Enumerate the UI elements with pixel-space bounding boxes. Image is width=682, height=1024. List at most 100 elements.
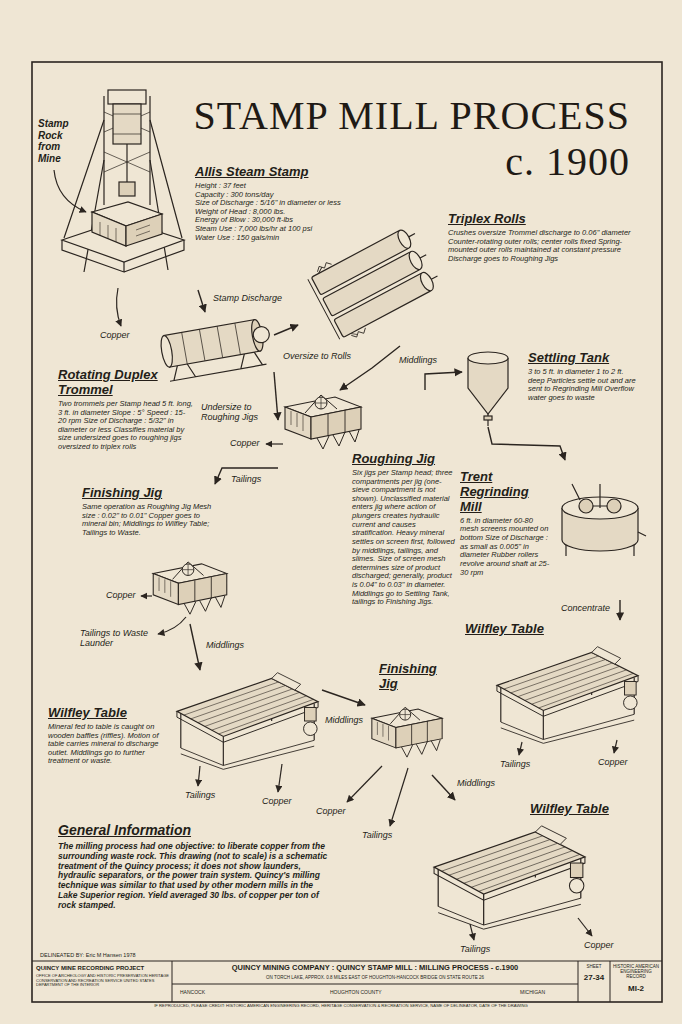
settling-tank-illustration — [468, 352, 508, 426]
flow-arrow — [54, 170, 617, 940]
note-text: The milling process had one objective: t… — [58, 842, 333, 910]
machine-node: Finishing Jig — [365, 660, 450, 775]
trommel-illustration — [164, 320, 260, 367]
flow-arrow — [117, 288, 121, 326]
product-label: Tailings — [460, 944, 490, 954]
spec-text: Energy of Blow : 30,000 ft-lbs — [195, 216, 345, 225]
settling-tank-illustration — [468, 352, 508, 364]
node-text-block: Finishing Jig — [379, 662, 445, 694]
trommel-illustration — [252, 325, 271, 344]
machine-node: Triplex RollsCrushes oversize Trommel di… — [298, 198, 648, 346]
flow-arrow — [614, 740, 617, 753]
flow-connector — [190, 624, 200, 670]
titleblock-text: MICHIGAN — [520, 990, 575, 996]
stamp-illustration — [126, 214, 162, 246]
settling-tank-illustration — [468, 358, 508, 414]
machine-heading: Allis Steam Stamp — [195, 165, 345, 180]
flow-label: Undersize to Roughing Jigs — [200, 402, 272, 423]
stamp-illustration — [92, 212, 126, 246]
note-heading: General Information — [58, 822, 318, 838]
machine-heading: Finishing Jig — [379, 662, 445, 692]
callout-text: Stamp Rock from Mine — [38, 118, 84, 164]
spec-text: Height : 37 feet — [195, 182, 345, 191]
titleblock-text: HOUGHTON COUNTY — [330, 990, 430, 996]
trommel-illustration — [159, 335, 174, 368]
machine-heading: Rotating Duplex Trommel — [58, 368, 193, 398]
flow-arrow — [578, 918, 592, 936]
product-label: Tailings — [362, 830, 392, 840]
flow-label: Concentrate — [560, 603, 618, 613]
flow-connector — [488, 427, 565, 460]
titleblock-text: HANCOCK — [180, 990, 280, 996]
jig-illustration — [285, 395, 361, 449]
spec-text: Two trommels per Stamp head 5 ft. long, … — [58, 400, 193, 452]
flow-arrow — [158, 617, 186, 634]
node-text-block: Wilfley Table — [465, 622, 585, 639]
wilfley-table-illustration — [434, 826, 585, 929]
flow-arrow — [390, 768, 408, 826]
machine-node: Roughing JigSix jigs per Stamp head; thr… — [278, 390, 460, 622]
node-text-block: Rotating Duplex TrommelTwo trommels per … — [58, 368, 193, 452]
node-text-block: Settling Tank 3 to 5 ft. in diameter 1 to… — [528, 351, 642, 402]
flow-arrow — [266, 443, 283, 444]
spec-text: Six jigs per Stamp head; three compartme… — [352, 469, 456, 607]
titleblock-text: SHEET — [580, 964, 608, 969]
machine-node: Trent Regrinding Mill6 ft. in diameter 6… — [460, 460, 648, 600]
jig-illustration — [153, 562, 227, 614]
sheet-frame — [32, 62, 662, 1002]
machine-node: Settling Tank 3 to 5 ft. in diameter 1 to… — [462, 347, 648, 427]
stamp-illustration — [100, 222, 150, 242]
flow-arrow — [470, 924, 474, 940]
regrinding-mill-illustration — [562, 484, 646, 556]
node-text-block: Wilfley TableMineral fed to table is cau… — [48, 706, 172, 766]
machine-heading: Settling Tank — [528, 351, 642, 366]
product-label: Copper — [100, 330, 130, 340]
product-label: Copper — [106, 590, 136, 600]
spec-text: 3 to 5 ft. in diameter 1 to 2 ft. deep P… — [528, 368, 642, 403]
jig-illustration — [372, 707, 442, 757]
titleblock-text: ON TORCH LAKE, APPROX. 0.8 MILES EAST OF… — [176, 975, 574, 980]
drawing-title: STAMP MILL PROCESS c. 1900 — [170, 93, 630, 185]
triplex-rolls-illustration — [418, 270, 436, 292]
titleblock-text: IF REPRODUCED, PLEASE CREDIT: HISTORIC A… — [60, 1004, 622, 1009]
flow-arrow — [198, 766, 200, 786]
node-text-block: Wilfley Table — [530, 802, 640, 819]
stamp-illustration — [113, 114, 141, 134]
regrinding-mill-illustration — [607, 499, 621, 513]
spec-text: Capacity : 300 tons/day — [195, 191, 345, 200]
flow-connector — [215, 468, 278, 484]
machine-node: Wilfley Table — [428, 800, 648, 938]
flow-arrow — [278, 764, 282, 792]
trommel-illustration — [159, 318, 274, 382]
titleblock-text: OFFICE OF ARCHEOLOGY AND HISTORIC PRESER… — [36, 974, 170, 988]
product-label: Copper — [262, 796, 292, 806]
sheet-frame — [32, 961, 662, 1002]
triplex-rolls-illustration — [395, 228, 413, 250]
stamp-illustration — [113, 104, 141, 144]
machine-heading: Wilfley Table — [530, 802, 640, 817]
titleblock-text: HISTORIC AMERICAN ENGINEERING RECORD — [612, 964, 660, 980]
node-text-block: Allis Steam StampHeight : 37 feetCapacit… — [195, 165, 345, 242]
flow-connector — [274, 372, 278, 420]
spec-text: Weight of Head : 8,000 lbs. — [195, 208, 345, 217]
product-label: Tailings to Waste Launder — [80, 628, 152, 649]
regrinding-mill-illustration — [572, 484, 646, 536]
product-label: Copper — [316, 806, 346, 816]
flow-label: Middlings — [324, 715, 368, 725]
machine-node: Wilfley Table — [462, 620, 645, 752]
titleblock-text: MI-2 — [612, 984, 660, 993]
wilfley-table-illustration — [177, 673, 318, 770]
flow-connector — [619, 600, 620, 620]
product-label: Tailings — [500, 759, 530, 769]
triplex-rolls-illustration — [409, 234, 438, 280]
spec-text: Water Use : 150 gals/min — [195, 234, 345, 243]
spec-text: Size of Discharge : 5/16" in diameter or… — [195, 199, 345, 208]
sheet-frame — [32, 62, 662, 1002]
triplex-rolls-illustration — [316, 261, 368, 339]
node-text-block: Roughing JigSix jigs per Stamp head; thr… — [352, 452, 456, 607]
product-label: Copper — [598, 757, 628, 767]
machine-heading: Finishing Jig — [82, 486, 217, 501]
spec-text: Same operation as Roughing Jig Mesh size… — [82, 503, 217, 538]
